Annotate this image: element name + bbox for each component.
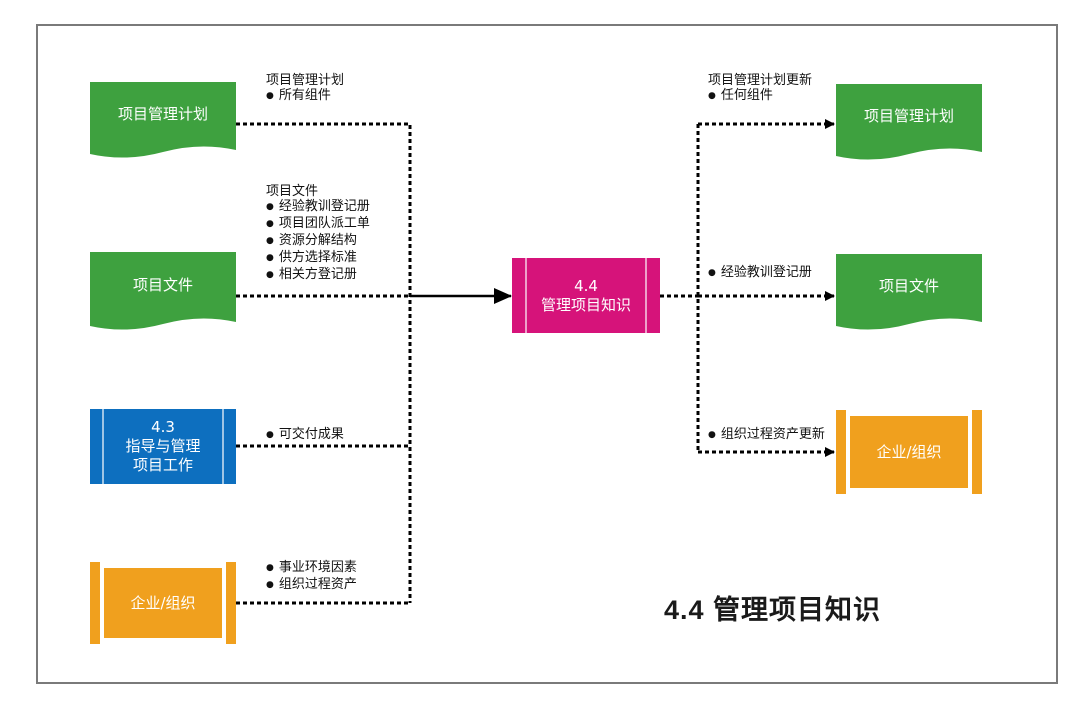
output-org-label: 企业/组织 (876, 442, 942, 461)
input-doc-pmp-label: 项目管理计划 (117, 104, 208, 123)
center-process-44 (512, 258, 660, 333)
input-process-43-label: 4.3 指导与管理 项目工作 (125, 418, 201, 474)
label-output-org: 组织过程资产更新 (708, 427, 825, 444)
input-doc-project-docs-label: 项目文件 (132, 275, 193, 294)
label-input-pmp: 项目管理计划 所有组件 (266, 73, 344, 105)
input-org-label: 企业/组织 (130, 593, 196, 612)
label-output-project-docs: 经验教训登记册 (708, 265, 812, 282)
label-output-pmp: 项目管理计划更新 任何组件 (708, 73, 812, 105)
input-process-43 (90, 409, 236, 484)
input-doc-pmp (90, 82, 236, 158)
connector-pmp (236, 122, 412, 603)
output-doc-pmp-label: 项目管理计划 (863, 106, 954, 125)
output-doc-project-docs-label: 项目文件 (878, 276, 939, 295)
label-input-project-docs: 项目文件 经验教训登记册 项目团队派工单 资源分解结构 供方选择标准 相关方登记… (266, 184, 370, 284)
output-org (836, 410, 982, 494)
label-input-org: 事业环境因素 组织过程资产 (266, 560, 357, 594)
input-org (90, 562, 236, 644)
center-process-label: 4.4 管理项目知识 (540, 276, 631, 314)
output-doc-pmp (836, 84, 982, 160)
diagram-frame (36, 24, 1058, 684)
label-input-deliverables: 可交付成果 (266, 427, 344, 444)
input-doc-project-docs (90, 252, 236, 330)
output-doc-project-docs (836, 254, 982, 330)
diagram-title: 4.4 管理项目知识 (664, 595, 882, 625)
